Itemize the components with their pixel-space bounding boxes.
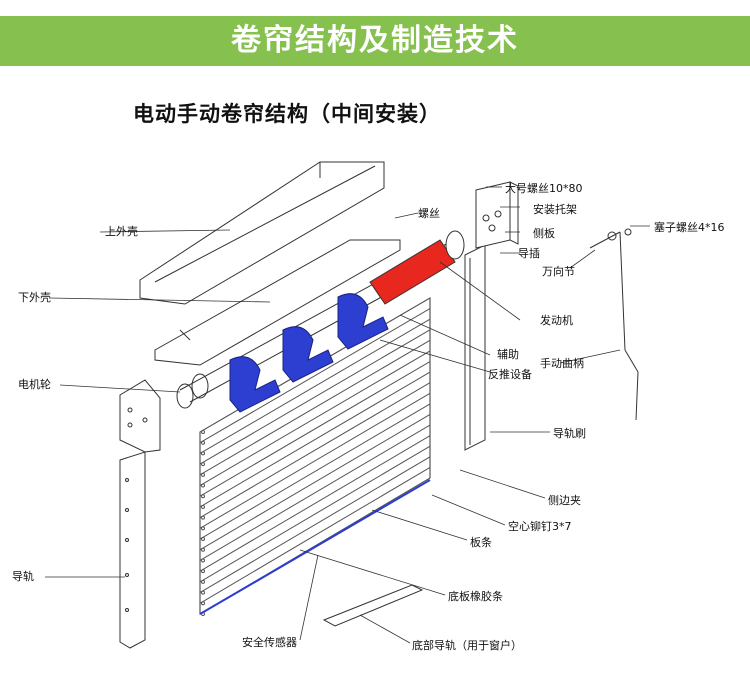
slat-line xyxy=(199,382,431,519)
blue-brackets xyxy=(229,293,389,413)
rivet-dot xyxy=(201,462,205,467)
slat-line xyxy=(199,466,431,604)
rivet-dot xyxy=(201,601,205,606)
rivet-dot xyxy=(201,430,205,434)
lower-shell-part xyxy=(154,239,401,366)
rivet-dot xyxy=(201,526,205,531)
label-universal-joint: 万向节 xyxy=(542,265,575,278)
slat-line xyxy=(199,403,431,540)
rivet-dot xyxy=(201,504,205,509)
rivet-dot xyxy=(201,537,205,542)
label-motor: 发动机 xyxy=(540,314,573,327)
label-anti-push: 反推设备 xyxy=(488,368,532,381)
slat-line xyxy=(199,329,431,465)
label-safety-sensor: 安全传感器 xyxy=(242,636,297,649)
label-large-screw: 大号螺丝10*80 xyxy=(505,182,583,195)
motor-tube xyxy=(369,239,456,305)
slat-line xyxy=(199,445,431,583)
label-plug-screw: 塞子螺丝4*16 xyxy=(654,221,725,234)
safety-sensor-strip xyxy=(199,479,431,615)
slat-line xyxy=(199,414,431,551)
rivet-dot xyxy=(201,579,205,584)
label-auxiliary: 辅助 xyxy=(497,348,519,361)
rivet-dot xyxy=(201,494,205,499)
rivet-dot xyxy=(201,515,205,520)
label-side-clip: 侧边夹 xyxy=(548,494,581,507)
label-lower-shell: 下外壳 xyxy=(18,291,51,304)
label-upper-shell: 上外壳 xyxy=(105,225,138,238)
label-mount-bracket: 安装托架 xyxy=(533,203,577,216)
slat-line xyxy=(199,339,431,476)
label-slat: 板条 xyxy=(470,536,492,549)
slat-line xyxy=(199,435,431,572)
label-side-plate: 侧板 xyxy=(533,227,555,240)
label-hand-crank: 手动曲柄 xyxy=(540,357,584,370)
slat-line xyxy=(199,424,431,561)
header-banner: 卷帘结构及制造技术 xyxy=(0,0,750,66)
label-bottom-rail: 底部导轨（用于窗户） xyxy=(412,639,522,652)
right-guide-rail xyxy=(464,244,486,451)
rivet-dot xyxy=(201,547,205,552)
slat-line xyxy=(199,392,431,529)
bottom-rail-part xyxy=(322,584,424,627)
page-title: 卷帘结构及制造技术 xyxy=(231,23,519,58)
slat-line xyxy=(199,318,431,454)
leader-lines xyxy=(45,186,650,644)
hand-crank xyxy=(589,228,639,421)
rivet-dot xyxy=(201,483,205,488)
label-motor-wheel: 电机轮 xyxy=(18,378,51,391)
rivet-dot xyxy=(201,569,205,574)
slat-line xyxy=(199,371,431,508)
rivet-dot xyxy=(201,558,205,563)
label-guide-insert: 导插 xyxy=(518,247,540,260)
slat-line xyxy=(199,350,431,486)
label-hollow-rivet: 空心铆钉3*7 xyxy=(508,520,572,533)
slat-line xyxy=(199,456,431,594)
slat-line xyxy=(199,361,431,497)
diagram-subtitle: 电动手动卷帘结构（中间安装） xyxy=(133,102,441,126)
rivet-dot xyxy=(201,451,205,456)
rivet-dot xyxy=(201,440,205,445)
side-bracket xyxy=(475,181,519,249)
upper-shell-part xyxy=(139,161,385,305)
label-bottom-rubber: 底板橡胶条 xyxy=(448,590,503,603)
banner-bar xyxy=(0,16,750,66)
slat-line xyxy=(199,308,431,444)
label-rail-brush: 导轨刷 xyxy=(553,427,586,440)
label-screw: 螺丝 xyxy=(418,207,440,220)
rivet-dot xyxy=(201,590,205,595)
rivet-dot xyxy=(201,472,205,477)
label-guide-rail-left: 导轨 xyxy=(12,570,34,583)
left-guide-rail xyxy=(119,379,161,649)
